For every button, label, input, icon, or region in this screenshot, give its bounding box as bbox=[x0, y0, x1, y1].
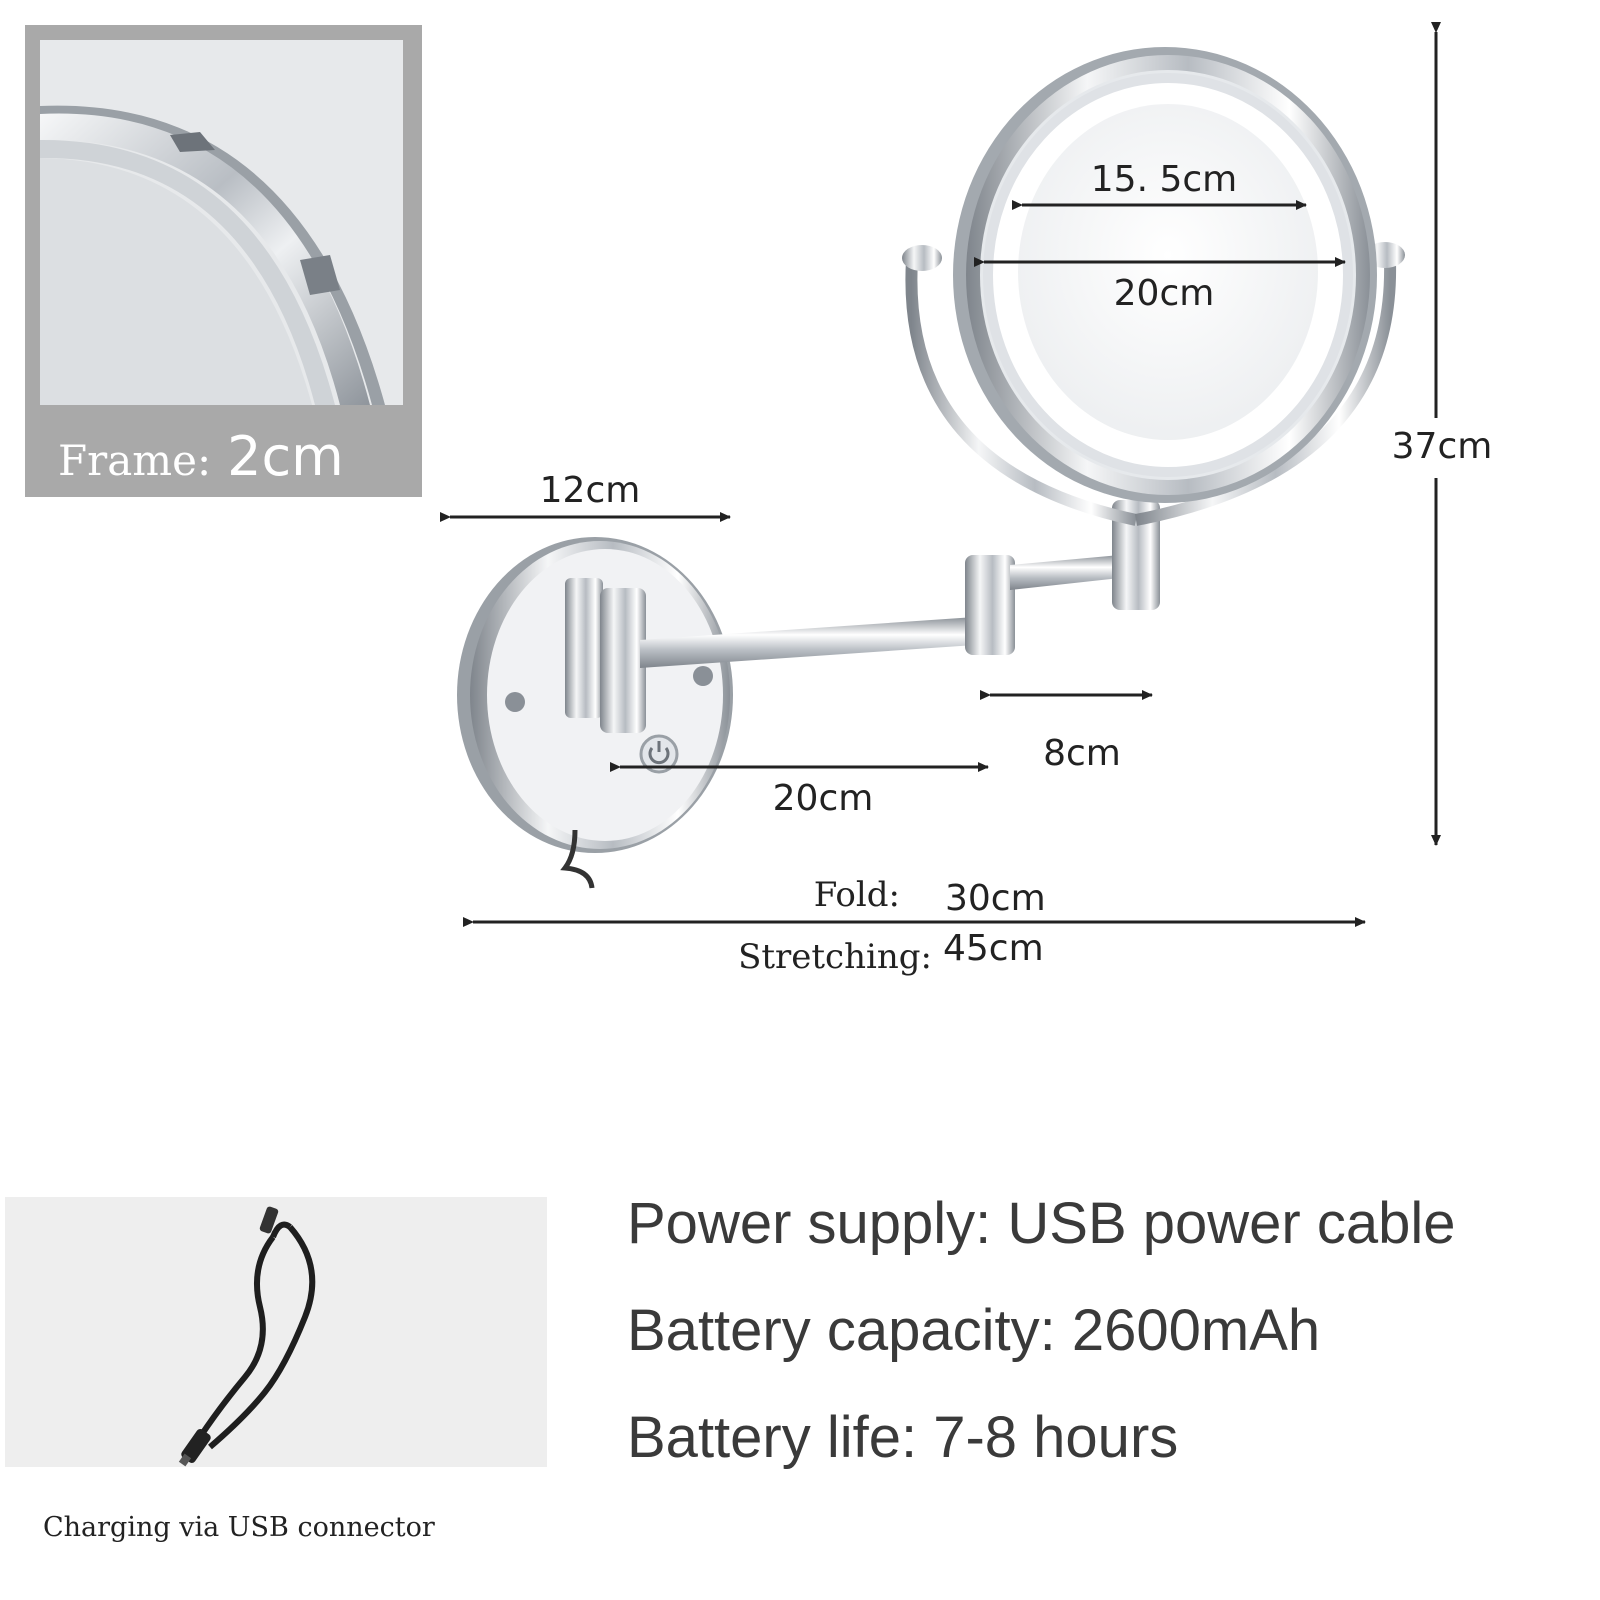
stretch-value: 45cm bbox=[943, 928, 1044, 969]
outer-diameter-label: 20cm bbox=[1114, 273, 1215, 314]
height-label: 37cm bbox=[1392, 426, 1493, 467]
short-arm-label: 8cm bbox=[1043, 733, 1121, 774]
left-swivel-knob bbox=[902, 245, 942, 271]
frame-caption: Frame: 2cm bbox=[58, 425, 344, 488]
spec-battery-capacity: Battery capacity: 2600mAh bbox=[627, 1298, 1321, 1363]
mirror-dimension-diagram: 15. 5cm 20cm 37cm 12cm 8cm 20cm Fold: 30… bbox=[440, 22, 1493, 977]
mirror-yoke-right bbox=[1134, 261, 1397, 526]
usb-caption: Charging via USB connector bbox=[43, 1512, 435, 1543]
base-pivot-left bbox=[565, 578, 603, 718]
middle-joint bbox=[965, 555, 1015, 655]
frame-detail-inset: Frame: 2cm bbox=[25, 25, 422, 497]
usb-cable-inset bbox=[5, 1197, 547, 1467]
fold-label: Fold: bbox=[814, 875, 900, 915]
mirror-yoke-left bbox=[905, 259, 1138, 526]
usb-cable-icon bbox=[178, 1206, 316, 1467]
inner-diameter-label: 15. 5cm bbox=[1091, 159, 1237, 200]
frame-label: Frame: bbox=[58, 436, 212, 485]
mirror-head bbox=[953, 47, 1377, 503]
frame-closeup-photo bbox=[40, 40, 403, 405]
frame-closeup-graphic bbox=[40, 40, 403, 405]
short-arm bbox=[1010, 555, 1120, 590]
fold-value: 30cm bbox=[945, 878, 1046, 919]
spec-battery-life: Battery life: 7-8 hours bbox=[627, 1405, 1179, 1470]
long-arm-label: 20cm bbox=[773, 778, 874, 819]
spec-power-supply: Power supply: USB power cable bbox=[627, 1191, 1456, 1256]
frame-value: 2cm bbox=[227, 425, 344, 488]
stretch-label: Stretching: bbox=[738, 937, 932, 977]
power-cord bbox=[560, 829, 595, 889]
base-width-label: 12cm bbox=[540, 470, 641, 511]
long-arm bbox=[640, 617, 975, 668]
base-pivot-right bbox=[600, 588, 646, 733]
mirror-joint bbox=[1112, 500, 1160, 610]
